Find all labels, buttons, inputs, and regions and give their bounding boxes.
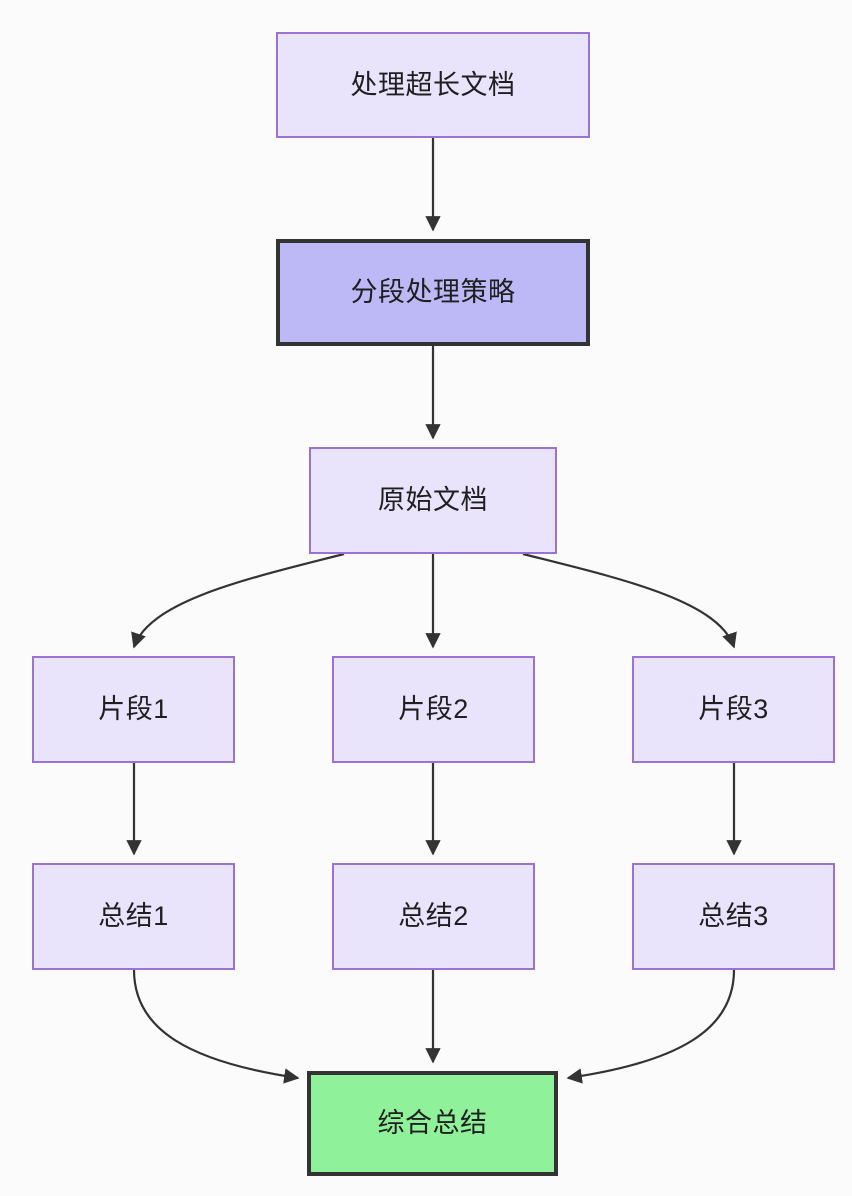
node-summary2-label: 总结2 <box>398 901 469 932</box>
node-chunk2[interactable]: 片段2 <box>332 656 535 763</box>
node-chunk2-label: 片段2 <box>398 694 469 725</box>
node-strategy[interactable]: 分段处理策略 <box>276 239 590 346</box>
node-summary2[interactable]: 总结2 <box>332 863 535 970</box>
node-strategy-label: 分段处理策略 <box>350 277 516 308</box>
node-source-label: 原始文档 <box>378 485 488 516</box>
node-final-label: 综合总结 <box>377 1108 488 1139</box>
node-summary1[interactable]: 总结1 <box>32 863 235 970</box>
node-summary3-label: 总结3 <box>698 901 769 932</box>
node-summary3[interactable]: 总结3 <box>632 863 835 970</box>
node-chunk3-label: 片段3 <box>698 694 769 725</box>
node-final[interactable]: 综合总结 <box>307 1071 558 1176</box>
node-root-label: 处理超长文档 <box>350 69 516 100</box>
node-chunk1-label: 片段1 <box>98 694 169 725</box>
edge-source-to-chunk1 <box>131 552 345 649</box>
node-chunk3[interactable]: 片段3 <box>632 656 835 763</box>
edge-source-to-chunk3 <box>522 552 737 649</box>
node-source[interactable]: 原始文档 <box>309 447 557 554</box>
node-chunk1[interactable]: 片段1 <box>32 656 235 763</box>
edge-summary3-to-final <box>566 969 736 1084</box>
node-root[interactable]: 处理超长文档 <box>276 32 590 138</box>
edge-summary1-to-final <box>132 969 300 1084</box>
node-summary1-label: 总结1 <box>98 901 169 932</box>
